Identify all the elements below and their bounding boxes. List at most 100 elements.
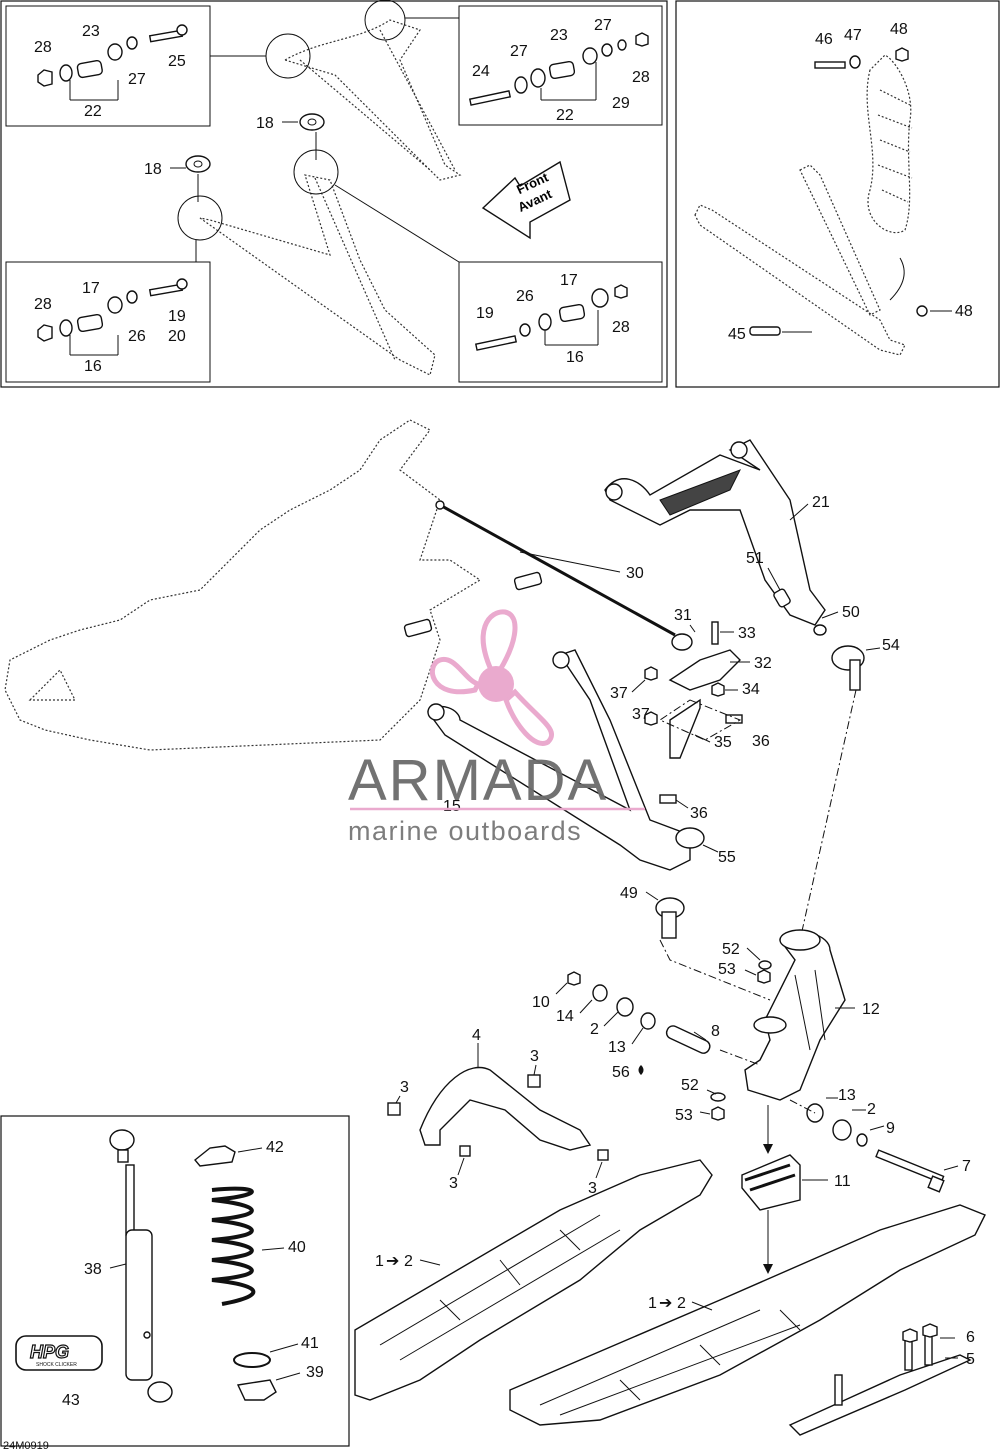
callout-27: 27: [128, 71, 146, 88]
nut-53b-part: [711, 1106, 725, 1121]
spring-40: [211, 1186, 256, 1306]
link-rod-35: [644, 698, 743, 804]
callout-17: 17: [560, 272, 578, 289]
callout-38: 38: [84, 1261, 102, 1278]
callout-3: 3: [530, 1048, 539, 1065]
callout-28: 28: [632, 69, 650, 86]
diagram-code: 24M0919: [3, 1440, 49, 1452]
callout-36: 36: [752, 733, 770, 750]
callout-9: 9: [886, 1120, 895, 1137]
callout-45: 45: [728, 326, 746, 343]
nut-48b-part: [916, 305, 928, 317]
washer-50-part: [813, 624, 827, 636]
shock-mount-outline: [694, 54, 913, 356]
callout-26: 26: [516, 288, 534, 305]
callout-47: 47: [844, 27, 862, 44]
bushing-31-part: [671, 633, 693, 651]
callout-26: 26: [128, 328, 146, 345]
callout-18: 18: [144, 161, 162, 178]
callout-12: 12: [862, 1001, 880, 1018]
callout-2: 2: [867, 1101, 876, 1118]
hpg-logo-subtext: SHOCK CLICKER: [36, 1362, 77, 1368]
callout-1: 1: [375, 1253, 384, 1270]
callout-13: 13: [838, 1087, 856, 1104]
callout-1: 1: [648, 1295, 657, 1312]
callout-18: 18: [256, 115, 274, 132]
watermark-subtitle: marine outboards: [348, 816, 582, 846]
ski-handle-4: [387, 1066, 609, 1161]
callout-51: 51: [746, 550, 764, 567]
callout-21: 21: [812, 494, 830, 511]
ski-right: [509, 1204, 986, 1426]
bolt-45-part: [749, 326, 781, 336]
ring-55-part: [675, 827, 705, 849]
callout-52: 52: [722, 941, 740, 958]
callout-39: 39: [306, 1364, 324, 1381]
callout-24: 24: [472, 63, 490, 80]
callout-34: 34: [742, 681, 760, 698]
chassis-outline: [4, 419, 482, 751]
ball-joint-54: [831, 645, 865, 691]
propeller-logo-icon: [429, 609, 555, 746]
washer-18b-part: [185, 155, 211, 173]
callout-5: 5: [966, 1351, 975, 1368]
callout-46: 46: [815, 31, 833, 48]
armada-watermark: ARMADA marine outboards: [348, 609, 645, 846]
lower-a-arm-outline: [177, 149, 436, 376]
washer-18a-part: [299, 113, 325, 131]
callout-15: 15: [443, 798, 461, 815]
callout-19: 19: [168, 308, 186, 325]
callout-14: 14: [556, 1008, 574, 1025]
link-bracket-32: [644, 621, 741, 697]
callout-8: 8: [711, 1023, 720, 1040]
lower-a-arm-15: [427, 649, 691, 871]
bushing-set-lower-left: [37, 278, 188, 356]
callout-31: 31: [674, 607, 692, 624]
callout-11: 11: [834, 1173, 851, 1190]
callout-35: 35: [714, 734, 732, 751]
bushing-set-lower-right: [474, 284, 628, 351]
ball-joint-49: [655, 897, 685, 939]
spring-cap-42: [194, 1145, 236, 1167]
callout-3: 3: [400, 1079, 409, 1096]
callout-20: 20: [168, 328, 186, 345]
callout-27: 27: [510, 43, 528, 60]
callout-2: 2: [590, 1021, 599, 1038]
callout-42: 42: [266, 1139, 284, 1156]
shock-absorber-38: [109, 1129, 173, 1403]
upper-a-arm-21: [604, 439, 826, 626]
callout-2: 2: [404, 1253, 413, 1270]
upper-a-arm-outline: [265, 0, 462, 181]
callout-16: 16: [566, 349, 584, 366]
inset-box-lower-right: [458, 261, 663, 383]
callout-2: 2: [677, 1295, 686, 1312]
nut-53a-part: [757, 969, 771, 984]
callout-4: 4: [472, 1027, 481, 1044]
hpg-logo-text: HPG: [30, 1342, 69, 1362]
callout-54: 54: [882, 637, 900, 654]
callout-55: 55: [718, 849, 736, 866]
callout-6: 6: [966, 1329, 975, 1346]
callout-43: 43: [62, 1392, 80, 1409]
callout-52: 52: [681, 1077, 699, 1094]
callout-28: 28: [612, 319, 630, 336]
callout-32: 32: [754, 655, 772, 672]
callout-50: 50: [842, 604, 860, 621]
callout-37: 37: [632, 706, 650, 723]
inset-box-lower-left: [5, 261, 211, 383]
callout-10: 10: [532, 994, 550, 1011]
callout-30: 30: [626, 565, 644, 582]
callout-53: 53: [675, 1107, 693, 1124]
shock-panel-frame: [0, 1115, 350, 1447]
spindle-12: [744, 929, 846, 1101]
inset-box-upper-left: [5, 5, 211, 127]
runner-5: [788, 1323, 972, 1436]
bushing-set-upper-left: [37, 24, 188, 101]
callout-37: 37: [610, 685, 628, 702]
watermark-title: ARMADA: [348, 748, 608, 813]
bushing-51-part: [773, 588, 791, 608]
upper-left-panel-frame: [0, 0, 668, 388]
callout-25: 25: [168, 53, 186, 70]
callout-53: 53: [718, 961, 736, 978]
